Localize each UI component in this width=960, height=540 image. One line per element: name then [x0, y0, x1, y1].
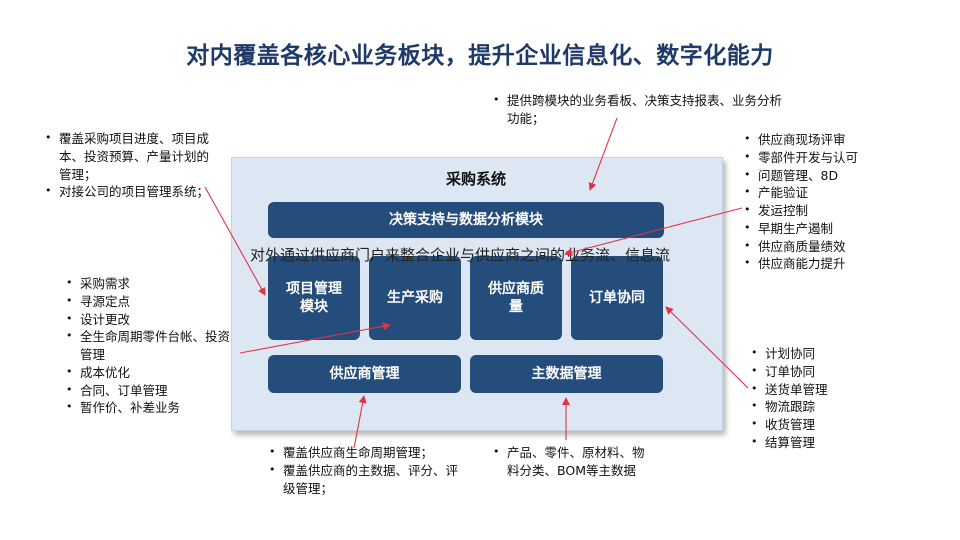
- note-item: 寻源定点: [66, 293, 236, 311]
- note-item: 采购需求: [66, 275, 236, 293]
- decision-support-module: 决策支持与数据分析模块: [268, 202, 664, 238]
- note-item: 供应商能力提升: [744, 255, 954, 273]
- note-item: 对接公司的项目管理系统；: [45, 183, 215, 201]
- note-item: 暂作价、补差业务: [66, 399, 236, 417]
- note-item: 计划协同: [751, 345, 901, 363]
- arrow-to-production-procurement: [239, 322, 391, 354]
- note-item: 覆盖供应商的主数据、评分、评级管理；: [269, 462, 469, 498]
- system-title: 采购系统: [445, 170, 506, 188]
- note-item: 问题管理、8D: [744, 167, 954, 185]
- note-item: 覆盖采购项目进度、项目成本、投资预算、产量计划的管理；: [45, 130, 215, 183]
- note-item: 零部件开发与认可: [744, 149, 954, 167]
- production-procurement-module: 生产采购: [369, 256, 461, 340]
- note-right-bottom: 计划协同订单协同送货单管理物流跟踪收货管理结算管理: [751, 345, 901, 452]
- arrow-to-supplier-quality: [564, 207, 743, 257]
- note-item: 产能验证: [744, 184, 954, 202]
- note-item: 供应商现场评审: [744, 131, 954, 149]
- note-item: 提供跨模块的业务看板、决策支持报表、业务分析功能；: [493, 92, 783, 128]
- supplier-management-module: 供应商管理: [268, 355, 461, 393]
- note-item: 设计更改: [66, 311, 236, 329]
- note-bottom-left: 覆盖供应商生命周期管理；覆盖供应商的主数据、评分、评级管理；: [269, 444, 469, 497]
- note-item: 结算管理: [751, 434, 901, 452]
- supplier-quality-module: 供应商质 量: [470, 256, 562, 340]
- note-item: 收货管理: [751, 416, 901, 434]
- note-item: 产品、零件、原材料、物料分类、BOM等主数据: [493, 444, 653, 480]
- note-item: 成本优化: [66, 364, 236, 382]
- note-top-left: 覆盖采购项目进度、项目成本、投资预算、产量计划的管理；对接公司的项目管理系统；: [45, 130, 215, 201]
- order-collaboration-module: 订单协同: [571, 256, 663, 340]
- note-top-center: 提供跨模块的业务看板、决策支持报表、业务分析功能；: [493, 92, 783, 128]
- master-data-module: 主数据管理: [470, 355, 663, 393]
- page-title: 对内覆盖各核心业务板块，提升企业信息化、数字化能力: [186, 43, 774, 69]
- note-left-middle: 采购需求寻源定点设计更改全生命周期零件台帐、投资管理成本优化合同、订单管理暂作价…: [66, 275, 236, 417]
- note-item: 供应商质量绩效: [744, 238, 954, 256]
- note-right-top: 供应商现场评审零部件开发与认可问题管理、8D产能验证发运控制早期生产遏制供应商质…: [744, 131, 954, 273]
- note-item: 送货单管理: [751, 381, 901, 399]
- arrow-to-decision-module: [588, 117, 618, 191]
- note-item: 发运控制: [744, 202, 954, 220]
- note-item: 全生命周期零件台帐、投资管理: [66, 328, 236, 364]
- note-bottom-right: 产品、零件、原材料、物料分类、BOM等主数据: [493, 444, 653, 480]
- note-item: 早期生产遏制: [744, 220, 954, 238]
- note-item: 覆盖供应商生命周期管理；: [269, 444, 469, 462]
- project-management-module: 项目管理 模块: [268, 256, 360, 340]
- arrow-to-project-module: [204, 186, 266, 296]
- note-item: 物流跟踪: [751, 398, 901, 416]
- arrow-to-supplier-management: [353, 395, 367, 449]
- note-item: 订单协同: [751, 363, 901, 381]
- arrow-to-order-collaboration: [665, 306, 749, 389]
- note-item: 合同、订单管理: [66, 382, 236, 400]
